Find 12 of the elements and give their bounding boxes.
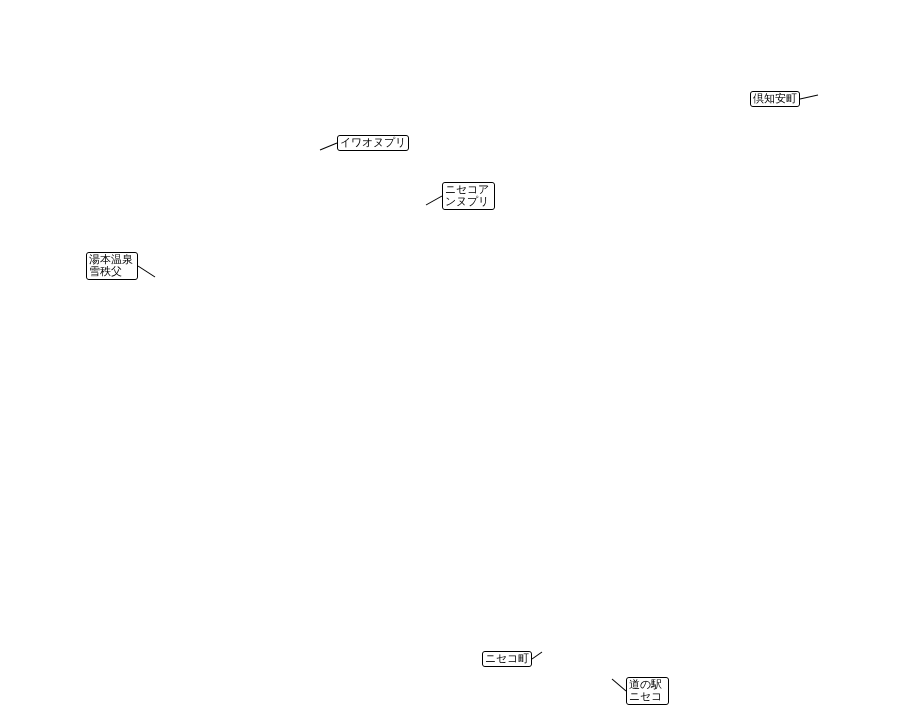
place-label: イワオヌプリ [337, 135, 409, 151]
place-label: ニセコ町 [482, 651, 532, 667]
place-label: 道の駅ニセコ [626, 677, 669, 705]
place-label: 倶知安町 [750, 91, 800, 107]
leader-line [800, 94, 818, 100]
place-label: 湯本温泉雪秩父 [86, 252, 138, 280]
leader-line [138, 266, 156, 278]
leader-line [532, 652, 542, 660]
leader-line [426, 196, 442, 206]
leader-line [612, 678, 626, 692]
place-label: ニセコアンヌプリ [442, 182, 495, 210]
leader-line [320, 142, 338, 150]
